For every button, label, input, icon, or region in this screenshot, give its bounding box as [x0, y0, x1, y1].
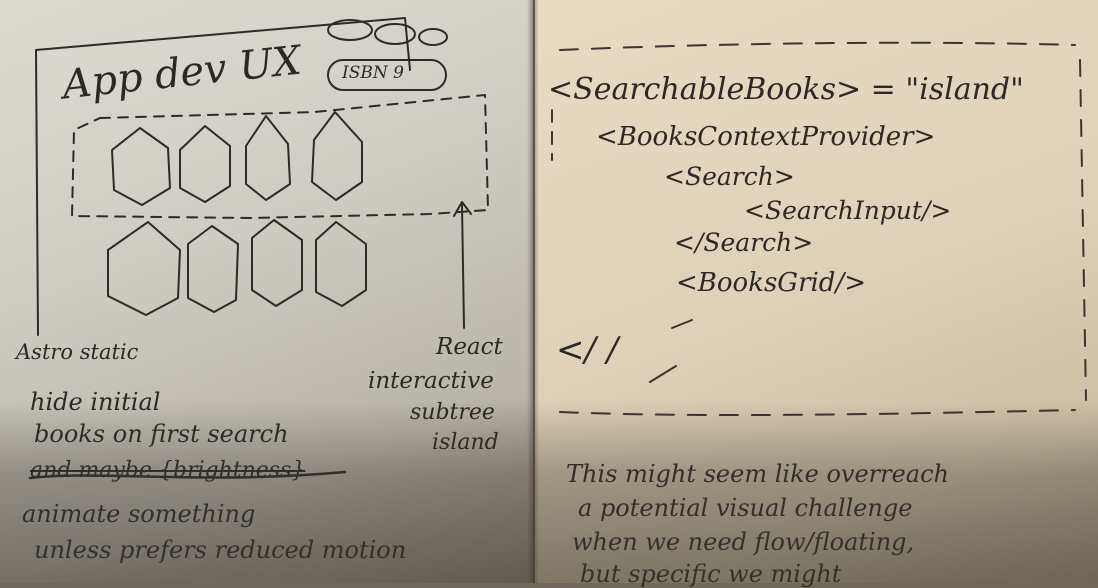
note-line-1: hide initial	[30, 388, 161, 416]
code-line-search-close: </Search>	[674, 228, 814, 257]
code-line-search-open: <Search>	[664, 162, 795, 191]
note-line-4: animate something	[22, 500, 256, 528]
app-frame	[35, 17, 411, 336]
window-dot-2	[374, 23, 416, 45]
window-dot-3	[418, 28, 448, 46]
code-line-search-input: <SearchInput/>	[744, 196, 952, 225]
arrow-head	[453, 201, 472, 217]
hexagon-8	[315, 221, 367, 307]
hexagon-6	[187, 225, 239, 313]
hexagon-5	[107, 221, 181, 316]
island-dashed-border	[71, 94, 489, 219]
dashed-bottom-border	[559, 409, 1076, 417]
dashed-right-border	[1079, 59, 1087, 401]
note-line-2: books on first search	[34, 420, 289, 448]
code-line-books-grid: <BooksGrid/>	[676, 268, 866, 298]
dashed-top-border	[559, 41, 1076, 51]
code-line-books-context-provider: <BooksContextProvider>	[596, 122, 936, 152]
note-line-3-struck: and maybe {brightness}	[30, 458, 306, 483]
react-island-label-line-2: interactive	[368, 368, 494, 394]
search-pill	[327, 59, 447, 91]
paragraph-line-1: This might seem like overreach	[566, 460, 950, 488]
diagonal-dash-2	[649, 365, 677, 383]
hexagon-3	[245, 115, 291, 201]
window-dot-1	[327, 19, 373, 41]
hexagon-4	[311, 111, 363, 201]
code-line-searchable-books: <SearchableBooks> = "island"	[548, 72, 1024, 107]
paragraph-line-3: when we need flow/floating,	[572, 528, 915, 556]
sketch-search-box-label: ISBN 9	[342, 63, 404, 83]
astro-static-label: Astro static	[16, 340, 139, 364]
hexagon-1	[111, 127, 171, 206]
paragraph-line-4: but specific we might	[580, 560, 842, 588]
hexagon-7	[251, 219, 303, 307]
paragraph-line-2: a potential visual challenge	[578, 494, 913, 522]
hexagon-2	[179, 125, 231, 203]
note-line-5: unless prefers reduced motion	[34, 536, 407, 564]
arrow-line	[461, 204, 465, 329]
react-island-label-line-3: subtree	[410, 400, 495, 425]
react-island-label-line-4: island	[432, 430, 499, 455]
code-line-closing-fragment: </ /	[556, 330, 619, 370]
diagonal-dash-1	[671, 319, 693, 329]
react-island-label-line-1: React	[436, 334, 503, 360]
